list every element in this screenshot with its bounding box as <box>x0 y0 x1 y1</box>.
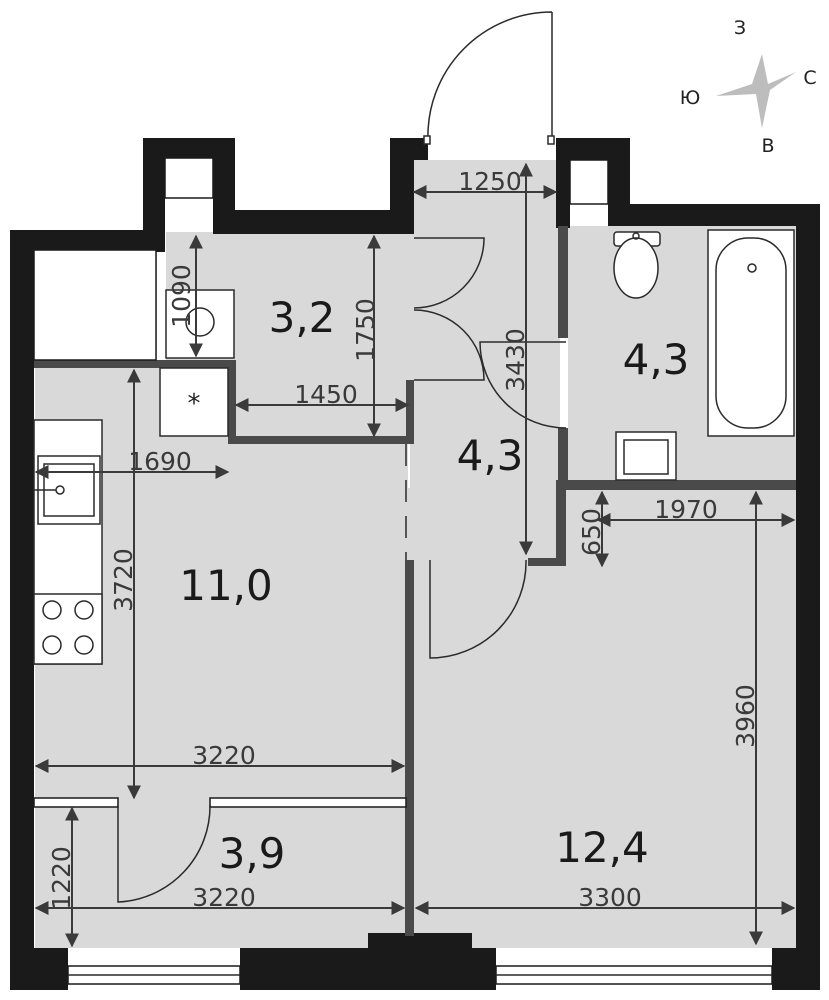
exterior-walls <box>10 138 820 990</box>
dimension-labels: 1250 1090 1750 1450 3430 1690 3720 1970 … <box>47 167 760 912</box>
room-area-bedroom: 12,4 <box>555 823 649 872</box>
compass-east: В <box>761 135 774 157</box>
floor-areas <box>35 160 796 948</box>
room-area-kitchen: 11,0 <box>179 561 273 610</box>
dim-kitchen-counter: 1690 <box>128 447 192 476</box>
compass-south: Ю <box>680 87 701 109</box>
room-area-hall: 4,3 <box>457 431 524 480</box>
dimension-lines <box>34 162 796 948</box>
balcony-partition <box>33 797 407 808</box>
dim-bathroom-offset: 650 <box>577 508 606 556</box>
compass-west: З <box>734 17 746 39</box>
dim-corridor-length: 3430 <box>501 328 530 392</box>
dim-wc-height: 1090 <box>167 264 196 328</box>
dim-kitchen-width: 3220 <box>192 741 256 770</box>
compass-star-icon <box>716 54 796 128</box>
dim-kitchen-depth: 3720 <box>109 548 138 612</box>
dim-bedroom-width: 3300 <box>578 883 642 912</box>
compass-north: С <box>803 67 816 89</box>
room-area-bathroom: 4,3 <box>623 335 690 384</box>
doors <box>117 11 567 903</box>
dim-entry-width: 1250 <box>458 167 522 196</box>
room-area-balcony: 3,9 <box>219 829 286 878</box>
dim-bathroom-width: 1970 <box>654 495 718 524</box>
svg-text:*: * <box>188 389 201 419</box>
dim-small-bath-height: 1750 <box>351 298 380 362</box>
windows <box>33 157 773 985</box>
fixtures: * <box>33 229 795 665</box>
interior-walls <box>34 226 796 936</box>
dim-small-bath-width: 1450 <box>294 380 358 409</box>
dim-bedroom-depth: 3960 <box>731 684 760 748</box>
dim-balcony-width: 3220 <box>192 883 256 912</box>
room-areas: 3,2 4,3 4,3 11,0 3,9 12,4 <box>179 293 689 878</box>
dim-balcony-depth: 1220 <box>47 846 76 910</box>
compass-rose: З С Ю В <box>680 17 817 157</box>
room-area-small-bath: 3,2 <box>269 293 336 342</box>
